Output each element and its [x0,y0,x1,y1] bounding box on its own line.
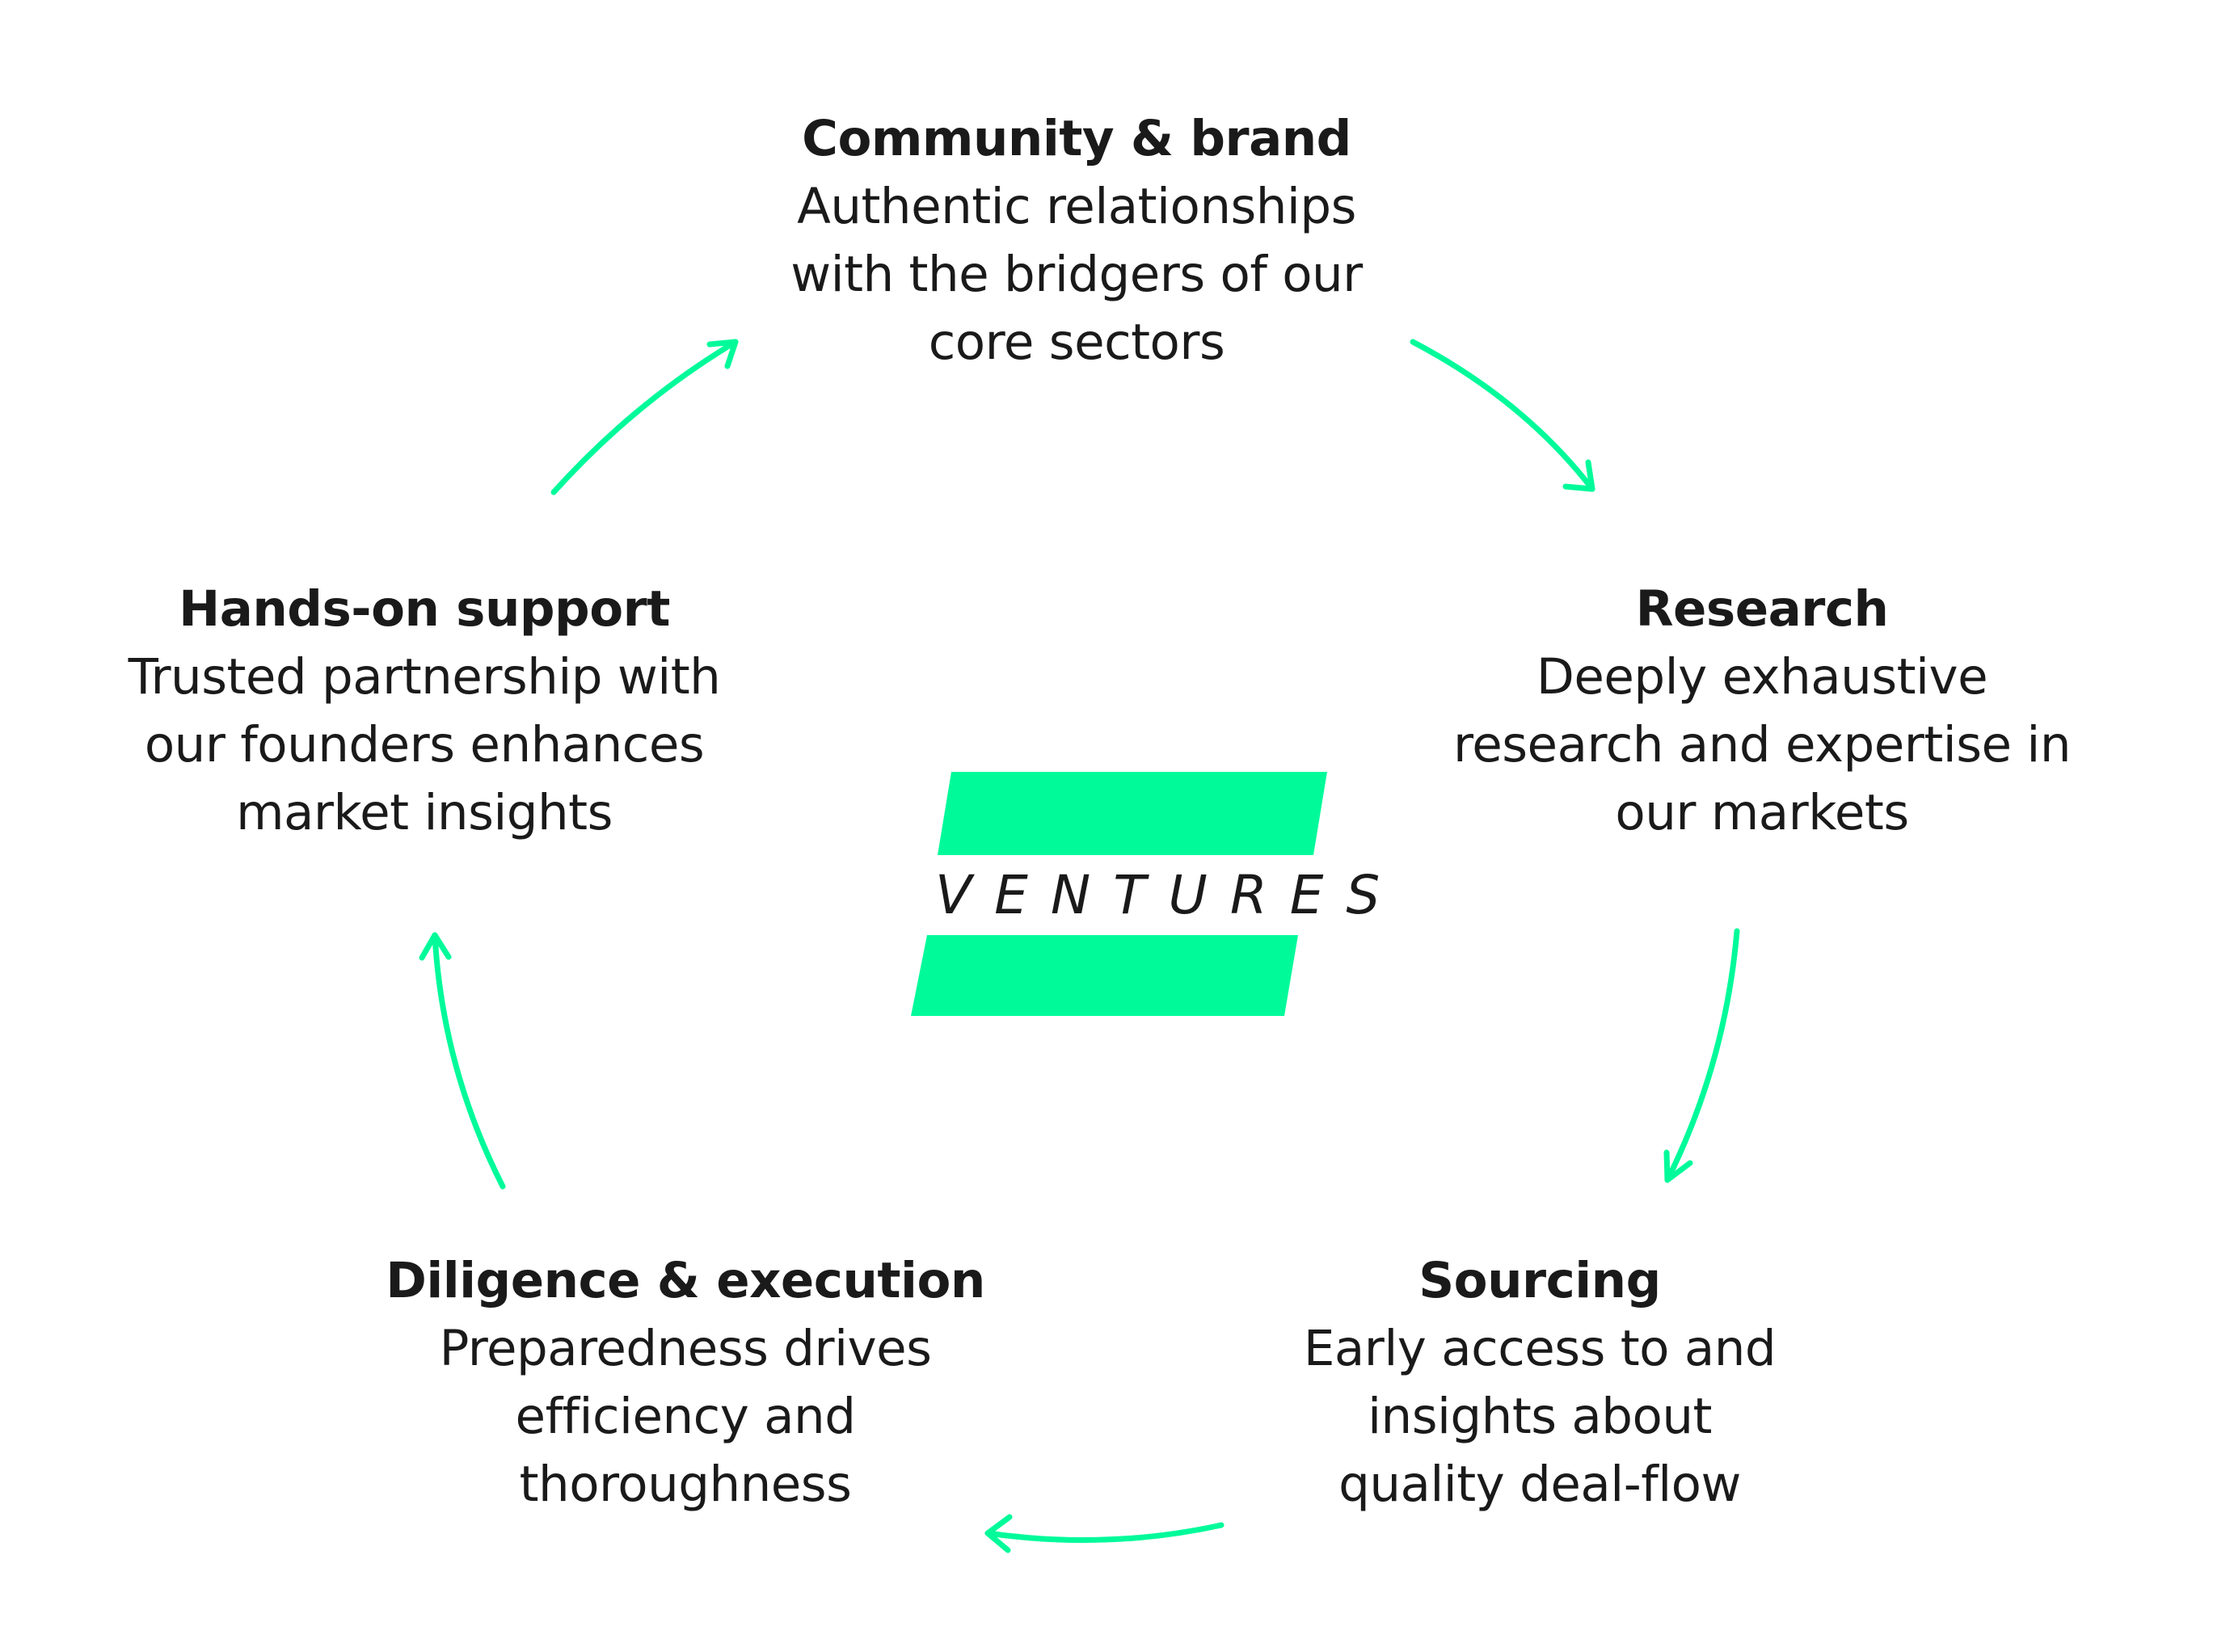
node-diligence-execution: Diligence & execution Preparedness drive… [281,1247,1090,1519]
node-hands-on-support: Hands-on support Trusted partnership wit… [20,575,828,847]
node-description-line: Trusted partnership with [128,648,721,706]
node-description: Preparedness drives efficiency and thoro… [281,1315,1090,1519]
node-title: Research [1635,580,1889,638]
node-description-line: Authentic relationships [797,178,1356,235]
node-title: Hands-on support [179,580,670,638]
node-title: Community & brand [802,110,1351,167]
arrow-handson-to-community [550,339,739,495]
arrow-research-to-sourcing [1664,928,1740,1183]
logo-wordmark: VENTURES [935,864,1402,926]
logo-top-bar [938,772,1327,855]
node-community-brand: Community & brand Authentic relationship… [672,105,1481,377]
node-description-line: our founders enhances [144,716,705,773]
arrowhead-diligence-to-handson [419,932,452,961]
logo-bottom-bar [911,935,1298,1016]
node-description-line: insights about [1368,1388,1712,1445]
arrowhead-sourcing-to-diligence [984,1514,1013,1553]
node-description-line: Early access to and [1303,1320,1777,1377]
node-description-line: our markets [1615,784,1909,841]
arrowhead-community-to-research [1562,459,1595,492]
arrowhead-handson-to-community [706,339,739,369]
node-sourcing: Sourcing Early access to and insights ab… [1136,1247,1944,1519]
node-description: Trusted partnership with our founders en… [20,643,828,847]
node-description-line: with the bridgers of our [790,246,1363,303]
node-description: Authentic relationships with the bridger… [672,173,1481,377]
arrow-sourcing-to-diligence [984,1522,1225,1543]
node-description: Early access to and insights about quali… [1136,1315,1944,1519]
node-description-line: Preparedness drives [439,1320,932,1377]
node-description-line: Deeply exhaustive [1536,648,1988,706]
node-description: Deeply exhaustive research and expertise… [1358,643,2166,847]
node-description-line: quality deal-flow [1338,1456,1741,1513]
node-description-line: thoroughness [519,1456,852,1513]
arrow-community-to-research [1410,339,1595,492]
node-description-line: core sectors [928,314,1225,371]
arrowhead-research-to-sourcing [1663,1149,1693,1183]
arrow-diligence-to-handson [432,932,506,1190]
node-research: Research Deeply exhaustive research and … [1358,575,2166,847]
node-title: Sourcing [1418,1252,1661,1309]
node-description-line: efficiency and [515,1388,856,1445]
node-title: Diligence & execution [386,1252,985,1309]
node-description-line: research and expertise in [1453,716,2072,773]
node-description-line: market insights [236,784,613,841]
